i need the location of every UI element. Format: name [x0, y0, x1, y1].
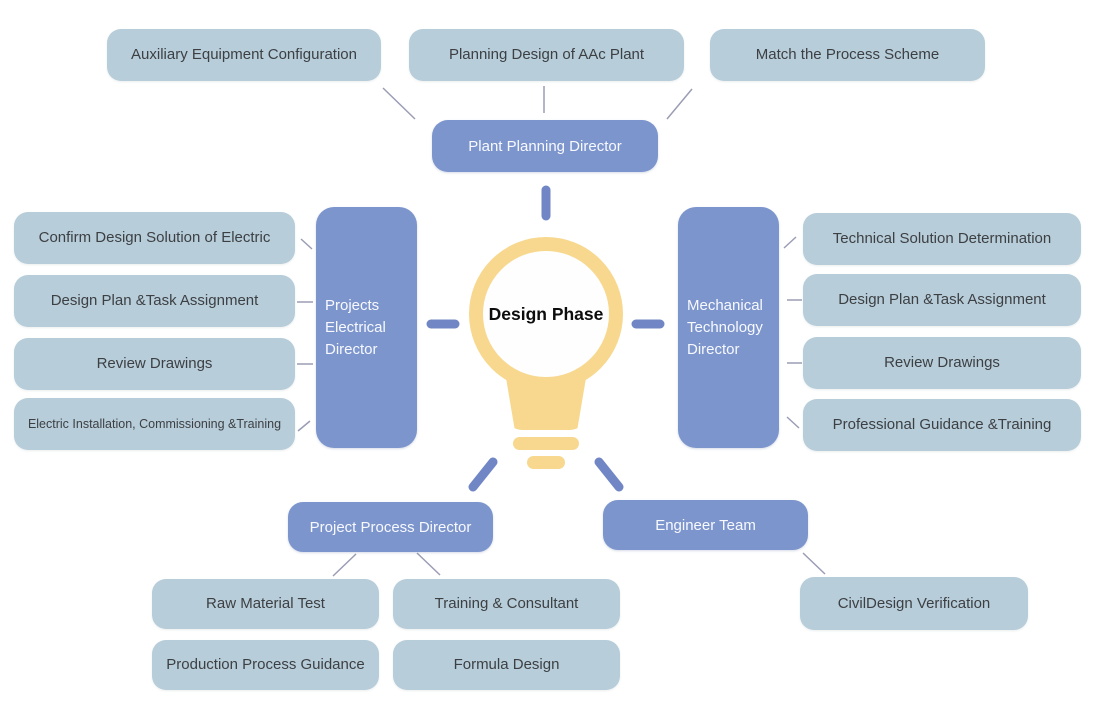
connector-ppd-training — [416, 552, 441, 576]
connector-left-task1 — [300, 238, 313, 250]
task-confirm-design-solution-electric: Confirm Design Solution of Electric — [14, 212, 295, 264]
director-projects-electrical: Projects Electrical Director — [316, 207, 417, 448]
connector-right-task1 — [783, 236, 797, 249]
director-mechanical-technology: Mechanical Technology Director — [678, 207, 779, 448]
task-production-process-guidance: Production Process Guidance — [152, 640, 379, 690]
dash-bulb-ppd — [468, 457, 498, 492]
task-right-review-drawings: Review Drawings — [803, 337, 1081, 389]
task-electric-installation-commissioning-training: Electric Installation, Commissioning &Tr… — [14, 398, 295, 450]
task-technical-solution-determination: Technical Solution Determination — [803, 213, 1081, 265]
director-plant-planning: Plant Planning Director — [432, 120, 658, 172]
task-auxiliary-equipment-configuration: Auxiliary Equipment Configuration — [107, 29, 381, 81]
task-planning-design-aac-plant: Planning Design of AAc Plant — [409, 29, 684, 81]
task-raw-material-test: Raw Material Test — [152, 579, 379, 629]
task-training-consultant: Training & Consultant — [393, 579, 620, 629]
task-civildesign-verification: CivilDesign Verification — [800, 577, 1028, 630]
connector-left-task4 — [297, 420, 311, 432]
center-title: Design Phase — [488, 303, 604, 324]
task-right-design-plan-task-assignment: Design Plan &Task Assignment — [803, 274, 1081, 326]
connector-top-task1-director — [382, 87, 416, 120]
dash-bulb-engineer — [594, 457, 624, 492]
director-project-process: Project Process Director — [288, 502, 493, 552]
director-engineer-team: Engineer Team — [603, 500, 808, 550]
connector-engineer-civil — [802, 552, 826, 575]
lightbulb-icon-base-tip — [527, 456, 565, 469]
connector-top-task3-director — [666, 88, 693, 120]
task-left-design-plan-task-assignment: Design Plan &Task Assignment — [14, 275, 295, 327]
task-formula-design: Formula Design — [393, 640, 620, 690]
lightbulb-icon-base-bar — [513, 437, 579, 450]
task-professional-guidance-training: Professional Guidance &Training — [803, 399, 1081, 451]
connector-right-task4 — [786, 416, 800, 429]
task-left-review-drawings: Review Drawings — [14, 338, 295, 390]
connector-ppd-raw-material — [332, 553, 357, 577]
task-match-process-scheme: Match the Process Scheme — [710, 29, 985, 81]
